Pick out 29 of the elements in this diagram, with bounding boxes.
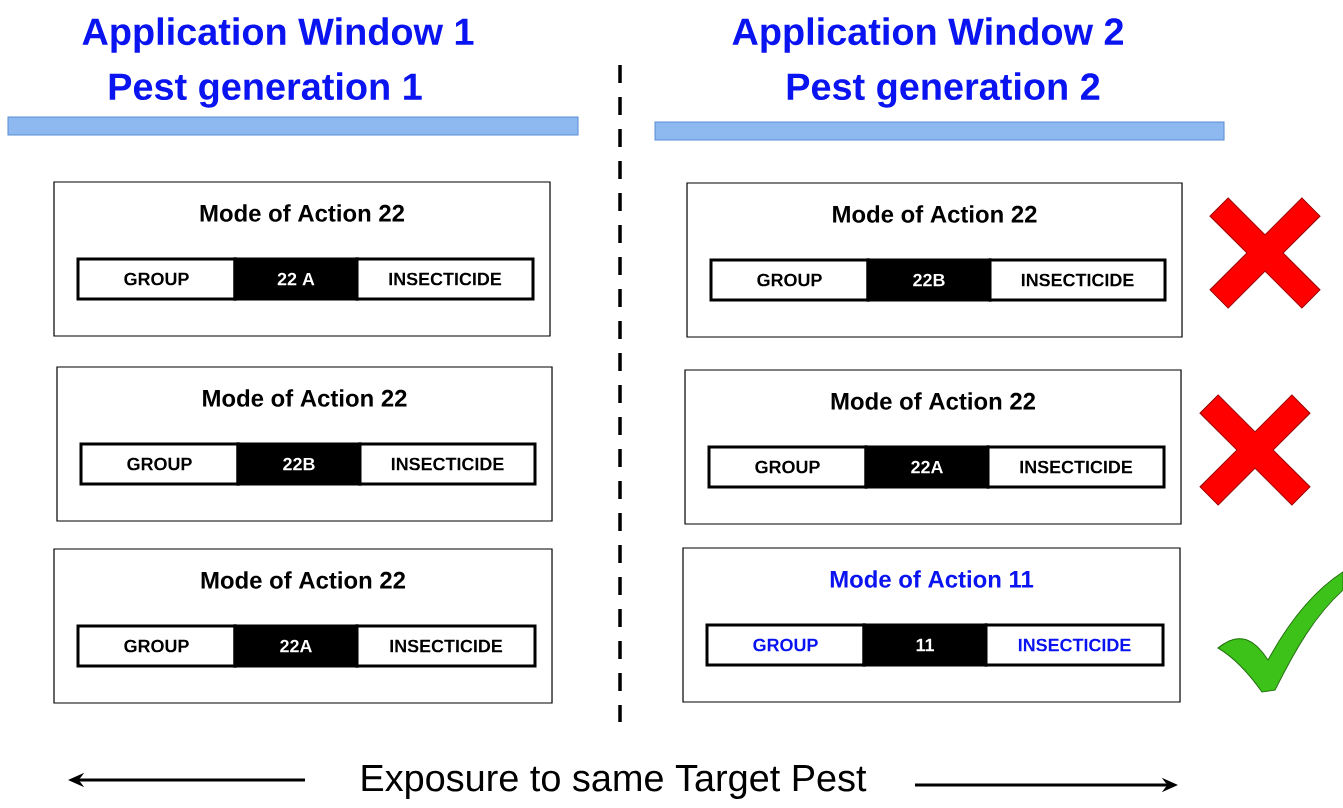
caption-text: Exposure to same Target Pest [362,765,867,799]
label-cell: GROUP [76,257,237,301]
label-cell: INSECTICIDE [986,445,1166,489]
label-cell: 11 [862,623,988,667]
label-cell: 22 A [233,257,359,301]
label-cell: INSECTICIDE [984,623,1165,667]
card-title: Mode of Action 22 [201,571,405,589]
card-title: Mode of Action 22 [831,392,1035,410]
label-cell: GROUP [705,623,866,667]
label-cell: 22B [236,442,362,486]
card-title: Mode of Action 22 [203,389,407,407]
label-cell: INSECTICIDE [355,624,537,668]
label-cell: 22A [233,624,359,668]
label-cell: INSECTICIDE [355,257,535,301]
card-title: Mode of Action 22 [833,205,1037,223]
column-heading: Pest generation 2 [787,72,1100,108]
label-cell: GROUP [79,442,240,486]
card-title: Mode of Action 22 [200,204,404,222]
column-heading: Application Window 1 [82,17,474,53]
column-heading: Pest generation 1 [109,72,422,108]
label-cell: INSECTICIDE [358,442,537,486]
label-cell: GROUP [707,445,868,489]
label-cell: GROUP [709,258,870,302]
label-cell: 22A [864,445,990,489]
card-title: Mode of Action 11 [830,570,1034,588]
label-cell: GROUP [76,624,237,668]
label-cell: INSECTICIDE [988,258,1167,302]
label-cell: 22B [866,258,992,302]
column-heading: Application Window 2 [732,17,1123,53]
